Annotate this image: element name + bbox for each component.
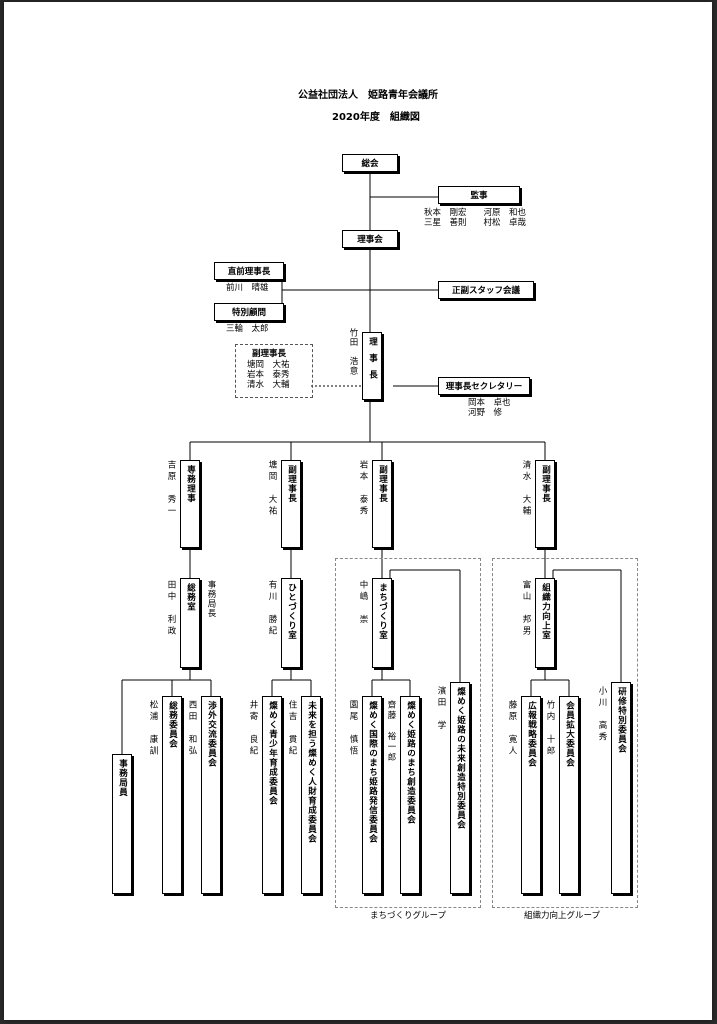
organization-office-box: 組織力向上室 <box>535 578 555 668</box>
future-special-committee-box: 燦めく姫路の未来創造特別委員会 <box>450 682 470 894</box>
vice-presidents-box: 副理事長 塘岡 大祐 岩本 泰秀 清水 大輔 <box>235 344 313 398</box>
organization-group-frame <box>492 558 638 908</box>
pr-committee-box: 広報戦略委員会 <box>521 696 541 894</box>
general-affairs-committee-chair: 松浦 康訓 <box>148 700 158 758</box>
general-assembly-box: 総会 <box>342 154 398 172</box>
org-chart-sheet: 公益社団法人 姫路青年会議所 2020年度 組織図 総会 監事 秋本 剛宏 河原… <box>4 2 712 1020</box>
special-advisor-box: 特別顧問 <box>214 303 284 321</box>
hitozukuri-office-box: ひとづくり室 <box>281 578 301 668</box>
president-secretary-label: 理事長セクレタリー <box>445 382 523 392</box>
international-city-committee-label: 燦めく国際のまち姫路発信委員会 <box>367 701 378 844</box>
secretariat-box: 事務局員 <box>112 754 132 894</box>
board-label: 理事会 <box>357 235 383 245</box>
city-creation-committee-box: 燦めく姫路のまち創造委員会 <box>400 696 420 894</box>
vp3-label: 副理事長 <box>540 465 551 503</box>
organization-office-head: 富山 邦男 <box>521 580 531 638</box>
international-city-committee-box: 燦めく国際のまち姫路発信委員会 <box>362 696 382 894</box>
organization-group-label: 組織力向上グループ <box>524 911 600 921</box>
hitozukuri-office-head: 有川 勝紀 <box>267 580 277 638</box>
vp2-label: 副理事長 <box>377 465 388 503</box>
training-committee-label: 研修特別委員会 <box>616 687 627 754</box>
vice-president-row3: 清水 大輔 <box>247 380 290 390</box>
vp-staff-meeting-box: 正副スタッフ会議 <box>438 281 534 299</box>
auditors-label: 監事 <box>470 191 488 201</box>
vp1-label: 副理事長 <box>286 465 297 503</box>
special-advisor-label: 特別顧問 <box>231 308 266 318</box>
machizukuri-group-frame <box>335 558 481 908</box>
organization-name: 公益社団法人 姫路青年会議所 <box>298 90 438 101</box>
vp-staff-meeting-label: 正副スタッフ会議 <box>451 286 520 296</box>
chart-title: 2020年度 組織図 <box>332 112 420 123</box>
president-box: 理事長 <box>362 332 382 400</box>
board-box: 理事会 <box>342 230 398 248</box>
vice-president-row1: 塘岡 大祐 <box>247 360 290 370</box>
vp2-box: 副理事長 <box>372 460 392 548</box>
general-assembly-label: 総会 <box>361 159 379 169</box>
talent-committee-label: 未来を担う燦めく人財育成委員会 <box>306 701 317 844</box>
future-special-committee-label: 燦めく姫路の未来創造特別委員会 <box>455 687 466 830</box>
talent-committee-chair: 住吉 貫紀 <box>287 700 297 758</box>
president-secretary-name2: 河野 修 <box>468 408 503 418</box>
general-affairs-office-label: 総務室 <box>185 583 196 612</box>
hitozukuri-office-label: ひとづくり室 <box>286 583 297 640</box>
executive-director-box: 専務理事 <box>180 460 200 548</box>
talent-committee-box: 未来を担う燦めく人財育成委員会 <box>301 696 321 894</box>
machizukuri-office-head: 中嶋 崇 <box>358 580 368 626</box>
vice-president-row2: 岩本 泰秀 <box>247 370 290 380</box>
executive-director-label: 専務理事 <box>185 465 196 503</box>
past-president-box: 直前理事長 <box>214 262 284 280</box>
city-creation-committee-chair: 齋藤 裕一郎 <box>386 700 396 763</box>
auditors-names-row2: 三星 善則 村松 卓哉 <box>424 218 527 228</box>
membership-committee-label: 会員拡大委員会 <box>564 701 575 768</box>
past-president-label: 直前理事長 <box>227 267 271 277</box>
past-president-name: 前川 晴雄 <box>226 283 269 293</box>
international-committee-chair: 西田 和弘 <box>187 700 197 758</box>
international-city-committee-chair: 園尾 慎悟 <box>348 700 358 758</box>
organization-office-label: 組織力向上室 <box>540 583 551 640</box>
vp1-box: 副理事長 <box>281 460 301 548</box>
auditors-names-row1: 秋本 剛宏 河原 和也 <box>424 208 527 218</box>
machizukuri-office-box: まちづくり室 <box>372 578 392 668</box>
training-committee-chair: 小川 高秀 <box>597 686 607 744</box>
general-affairs-office-role: 事務局長 <box>206 580 216 618</box>
secretariat-label: 事務局員 <box>117 759 128 797</box>
vp3-box: 副理事長 <box>535 460 555 548</box>
general-affairs-office-box: 総務室 <box>180 578 200 668</box>
connector-lines <box>121 172 622 754</box>
machizukuri-group-label: まちづくりグループ <box>370 911 446 921</box>
youth-committee-box: 燦めく青少年育成委員会 <box>262 696 282 894</box>
city-creation-committee-label: 燦めく姫路のまち創造委員会 <box>405 701 416 825</box>
general-affairs-committee-box: 総務委員会 <box>162 696 182 894</box>
special-advisor-name: 三輪 太郎 <box>226 324 269 334</box>
training-committee-box: 研修特別委員会 <box>611 682 631 894</box>
youth-committee-chair: 井寄 良紀 <box>248 700 258 758</box>
president-secretary-box: 理事長セクレタリー <box>438 377 530 395</box>
president-name: 竹田 浩意 <box>348 328 358 376</box>
vice-presidents-label: 副理事長 <box>252 349 287 359</box>
membership-committee-box: 会員拡大委員会 <box>559 696 579 894</box>
general-affairs-committee-label: 総務委員会 <box>167 701 178 749</box>
general-affairs-office-head: 田中 利政 <box>166 580 176 638</box>
president-label: 理事長 <box>367 337 378 387</box>
executive-director-name: 吉原 秀一 <box>166 460 176 518</box>
auditors-box: 監事 <box>438 186 520 204</box>
membership-committee-chair: 竹内 十郎 <box>545 700 555 758</box>
international-committee-label: 渉外交流委員会 <box>206 701 217 768</box>
vp2-name: 岩本 泰秀 <box>358 460 368 518</box>
pr-committee-label: 広報戦略委員会 <box>526 701 537 768</box>
vp3-name: 清水 大輔 <box>521 460 531 518</box>
president-secretary-name1: 岡本 卓也 <box>468 398 511 408</box>
machizukuri-office-label: まちづくり室 <box>377 583 388 640</box>
pr-committee-chair: 藤原 寛人 <box>507 700 517 758</box>
vp1-name: 塘岡 大祐 <box>267 460 277 518</box>
youth-committee-label: 燦めく青少年育成委員会 <box>267 701 278 806</box>
international-committee-box: 渉外交流委員会 <box>201 696 221 894</box>
future-special-committee-chair: 濱田 学 <box>436 686 446 732</box>
